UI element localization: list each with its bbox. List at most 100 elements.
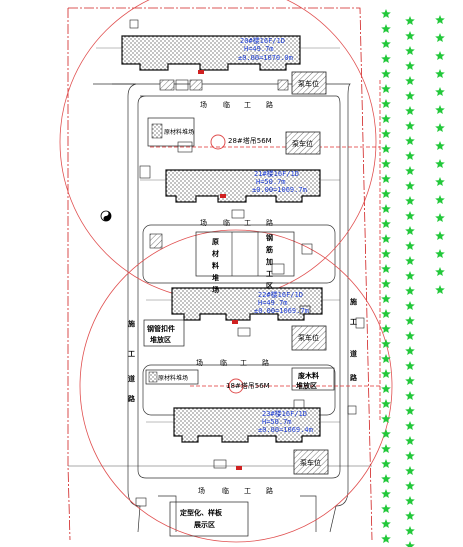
tree-icon xyxy=(381,174,391,183)
building-name: 21#楼16F/1D xyxy=(254,169,299,178)
building-name: 22#楼16F/1D xyxy=(258,290,303,299)
tree-icon xyxy=(435,105,445,114)
yin-yang-icon xyxy=(100,210,112,222)
road-label-h2: 场 临 工 路 xyxy=(200,218,273,227)
tree-icon xyxy=(405,121,415,130)
tree-icon xyxy=(405,91,415,100)
tree-icon xyxy=(405,541,415,547)
tree-icon xyxy=(381,144,391,153)
building-elevation: ±0.00=1069.4m xyxy=(258,426,313,434)
yard-label: 原材料堆场 xyxy=(164,128,194,136)
tree-icon xyxy=(405,451,415,460)
road-char: 路 xyxy=(350,373,358,382)
tree-icon xyxy=(435,87,445,96)
tree-icon xyxy=(435,15,445,24)
road-char: 场 xyxy=(196,358,203,367)
tree-icon xyxy=(405,496,415,505)
road-char: 工 xyxy=(240,359,247,367)
pump-truck-parking-4: 泵车位 xyxy=(293,449,329,475)
facility-icons xyxy=(129,19,365,507)
tree-icon xyxy=(405,301,415,310)
road-char: 工 xyxy=(244,219,251,227)
road-char: 施 xyxy=(350,297,357,306)
tree-icon xyxy=(381,444,391,453)
yard-char: 堆 xyxy=(212,273,219,282)
tree-icon xyxy=(405,226,415,235)
yard-char: 筋 xyxy=(265,245,273,254)
tree-icon xyxy=(405,61,415,70)
road-char: 路 xyxy=(266,218,273,227)
tree-icon xyxy=(405,481,415,490)
tree-icon xyxy=(381,219,391,228)
pump-truck-parking-3: 泵车位 xyxy=(291,325,327,351)
tree-icon xyxy=(435,51,445,60)
road-label-h3: 场 临 工 路 xyxy=(196,358,269,367)
crane-axis-lines xyxy=(150,80,381,420)
tree-icon xyxy=(405,31,415,40)
tree-icon xyxy=(381,474,391,483)
tree-icon xyxy=(381,9,391,18)
tree-icon xyxy=(435,123,445,132)
building-elevation: ±0.00=1069.7m xyxy=(252,186,307,194)
tree-icon xyxy=(381,84,391,93)
parking-label: 泵车位 xyxy=(298,79,319,88)
tree-icon xyxy=(381,54,391,63)
pump-truck-parking-2: 泵车位 xyxy=(285,131,321,155)
tree-icon xyxy=(381,249,391,258)
tree-icon xyxy=(405,136,415,145)
tree-icon xyxy=(435,33,445,42)
yard-char: 原 xyxy=(212,238,219,246)
tree-icon xyxy=(435,267,445,276)
tree-icon xyxy=(381,324,391,333)
tree-icon xyxy=(405,241,415,250)
yard-label: 堆放区 xyxy=(150,335,171,344)
tree-icon xyxy=(381,264,391,273)
pipe-storage-area: 钢管扣件 堆放区 xyxy=(143,319,185,347)
tree-icon xyxy=(381,204,391,213)
yard-label: 原材料堆场 xyxy=(158,374,188,382)
standardized-display-area: 定型化、样板 展示区 xyxy=(169,501,249,537)
road-char: 工 xyxy=(244,487,251,495)
tree-icon xyxy=(435,159,445,168)
tree-icon xyxy=(381,309,391,318)
yard-char: 区 xyxy=(266,282,273,290)
raw-material-yard-small-2: 原材料堆场 xyxy=(145,369,199,385)
building-22: 22#楼16F/1D H=49.7m ±0.00=1069.7m xyxy=(171,287,323,321)
road-char: 道 xyxy=(128,374,135,383)
tree-icon xyxy=(381,234,391,243)
tree-icon xyxy=(381,414,391,423)
tree-icon xyxy=(405,331,415,340)
yard-label: 废木料 xyxy=(298,371,319,380)
building-height: H=49.7m xyxy=(244,45,274,53)
tree-icon xyxy=(381,129,391,138)
road-char: 场 xyxy=(198,486,205,495)
parking-label: 泵车位 xyxy=(300,458,321,467)
tree-icon xyxy=(381,69,391,78)
crane-label-18: 18#塔吊56M xyxy=(226,381,270,390)
parking-label: 泵车位 xyxy=(292,139,313,148)
tree-icon xyxy=(405,196,415,205)
waste-wood-storage-area: 废木料 堆放区 xyxy=(291,367,335,391)
road-label-h1: 场 临 工 路 xyxy=(200,100,273,109)
yard-char: 工 xyxy=(266,270,273,278)
yard-label: 展示区 xyxy=(193,520,215,529)
tree-icon xyxy=(405,391,415,400)
tree-icon xyxy=(405,151,415,160)
tree-icon xyxy=(405,181,415,190)
tree-icon xyxy=(405,526,415,535)
tree-icon xyxy=(405,16,415,25)
road-char: 工 xyxy=(244,101,251,109)
tree-icon xyxy=(435,141,445,150)
building-20: 20#楼16F/1D H=49.7m ±0.00=1070.0m xyxy=(121,35,301,71)
tree-icon xyxy=(381,354,391,363)
tree-icon xyxy=(405,376,415,385)
tree-icon xyxy=(405,436,415,445)
tree-icon xyxy=(405,286,415,295)
tree-icon xyxy=(405,466,415,475)
tree-icon xyxy=(381,384,391,393)
tree-icon xyxy=(381,99,391,108)
tree-icon xyxy=(381,489,391,498)
tree-icon xyxy=(405,346,415,355)
tree-icon xyxy=(381,294,391,303)
road-char: 道 xyxy=(350,349,357,358)
